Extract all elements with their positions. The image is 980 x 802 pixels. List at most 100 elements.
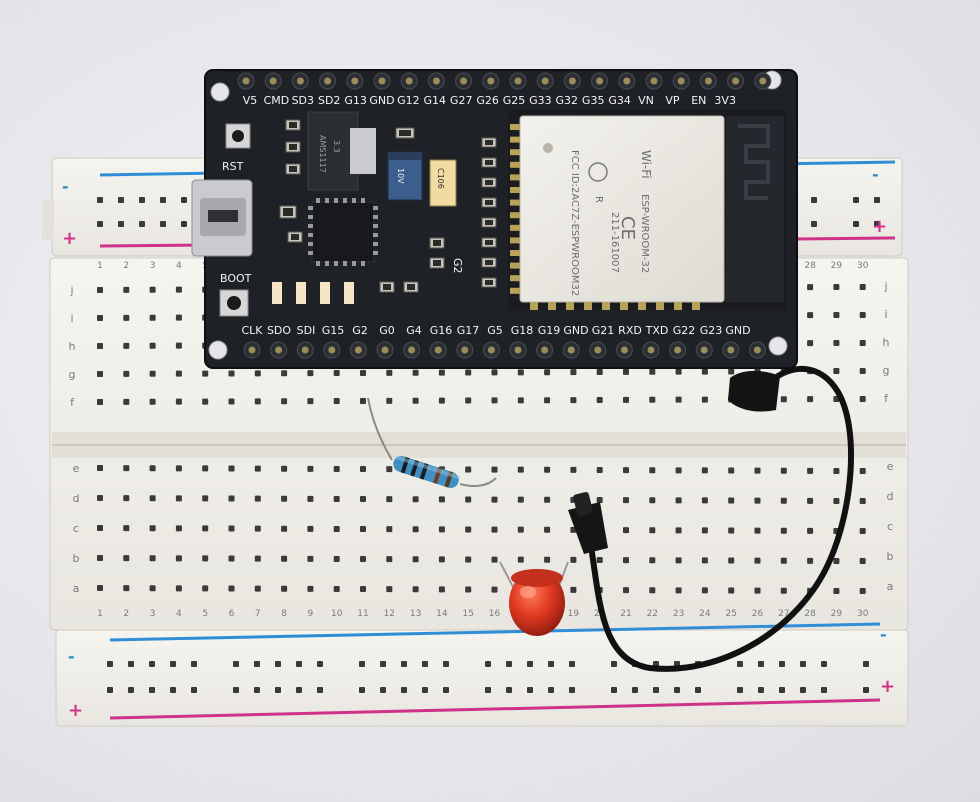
hole <box>780 467 787 474</box>
smd-part-body <box>399 130 411 136</box>
rail-hole <box>674 687 680 693</box>
smd-part-body <box>433 260 441 266</box>
chip-leg <box>308 242 313 246</box>
hole <box>149 286 156 293</box>
rail-hole <box>139 197 145 203</box>
castellation <box>510 149 520 156</box>
chip-leg <box>343 198 347 203</box>
header-pin <box>351 77 359 85</box>
smd-part-body <box>289 144 297 150</box>
rail-hole <box>380 687 386 693</box>
hole <box>544 526 551 533</box>
hole <box>491 556 498 563</box>
hole <box>202 370 209 377</box>
row-letter: a <box>887 580 894 593</box>
hole <box>175 398 182 405</box>
rail-hole <box>853 197 859 203</box>
castellation <box>510 174 520 181</box>
top-pin-label: VN <box>638 94 654 107</box>
top-pin-label: CMD <box>264 94 290 107</box>
hole <box>228 585 235 592</box>
hole <box>675 557 682 564</box>
rail-hole <box>611 687 617 693</box>
header-pin <box>568 77 576 85</box>
hole <box>254 585 261 592</box>
hole <box>386 397 393 404</box>
rail-hole <box>149 661 155 667</box>
castellation <box>510 212 520 219</box>
smd-part-body <box>485 280 493 285</box>
hole <box>202 495 209 502</box>
rail-hole <box>254 661 260 667</box>
rail-hole <box>359 661 365 667</box>
hole <box>97 525 103 531</box>
hole <box>412 526 419 533</box>
rst-button[interactable] <box>225 123 251 149</box>
hole <box>807 497 814 504</box>
hole <box>807 527 814 534</box>
row-letter: i <box>884 308 887 321</box>
header-pin <box>704 77 712 85</box>
rail-hole <box>233 661 239 667</box>
top-pin-label: G25 <box>503 94 526 107</box>
row-letter: d <box>73 492 80 505</box>
rail-hole <box>485 687 491 693</box>
hole <box>859 395 866 402</box>
column-number: 7 <box>255 609 261 619</box>
bottom-pin-label: GND <box>725 324 750 337</box>
hole <box>254 555 261 562</box>
ce-mark: CE <box>617 216 638 240</box>
chip-leg <box>325 198 329 203</box>
row-letter: d <box>887 490 894 503</box>
rail-hole <box>653 687 659 693</box>
hole <box>728 557 735 564</box>
header-pin <box>623 77 631 85</box>
hole <box>123 398 130 405</box>
rail-hole <box>800 661 806 667</box>
rail-hole <box>149 687 155 693</box>
bottom-pin-label: G23 <box>700 324 723 337</box>
header-pin <box>727 346 735 354</box>
rail-hole <box>548 661 554 667</box>
hole <box>412 586 419 593</box>
hole <box>333 495 340 502</box>
hole <box>807 312 814 319</box>
castellation <box>510 262 520 269</box>
header-pin <box>405 77 413 85</box>
rail-minus-label-top-left: - <box>62 177 69 196</box>
usb-uart-chip <box>308 198 378 266</box>
header-pin <box>296 77 304 85</box>
rail-plus-label-bottom-left: + <box>68 700 83 721</box>
hole <box>623 557 629 564</box>
hole <box>97 555 103 561</box>
rail-hole <box>779 687 785 693</box>
chip-leg <box>373 233 378 237</box>
castellation <box>566 302 574 310</box>
hole <box>491 466 498 473</box>
hole <box>97 315 103 321</box>
rail-plus-label-top-left: + <box>62 228 77 249</box>
hole <box>807 557 814 564</box>
hole <box>859 283 866 290</box>
header-pin <box>408 346 416 354</box>
hole <box>544 369 551 376</box>
top-pin-label: EN <box>691 94 706 107</box>
rail-hole <box>170 661 176 667</box>
hole <box>97 371 103 377</box>
hole <box>649 467 656 474</box>
chip-leg <box>373 224 378 228</box>
hole <box>281 525 288 532</box>
bottom-pin-label: G19 <box>538 324 561 337</box>
hole <box>149 465 156 472</box>
boot-button[interactable] <box>219 289 249 317</box>
rail-hole <box>233 687 239 693</box>
smd-part-body <box>291 234 299 240</box>
hole <box>728 587 735 594</box>
module-brand: Wi-Fi <box>639 150 653 179</box>
bottom-pin-label: G15 <box>322 324 345 337</box>
hole <box>517 466 524 473</box>
castellation <box>584 302 592 310</box>
column-number: 5 <box>202 609 208 619</box>
hole <box>333 398 340 405</box>
